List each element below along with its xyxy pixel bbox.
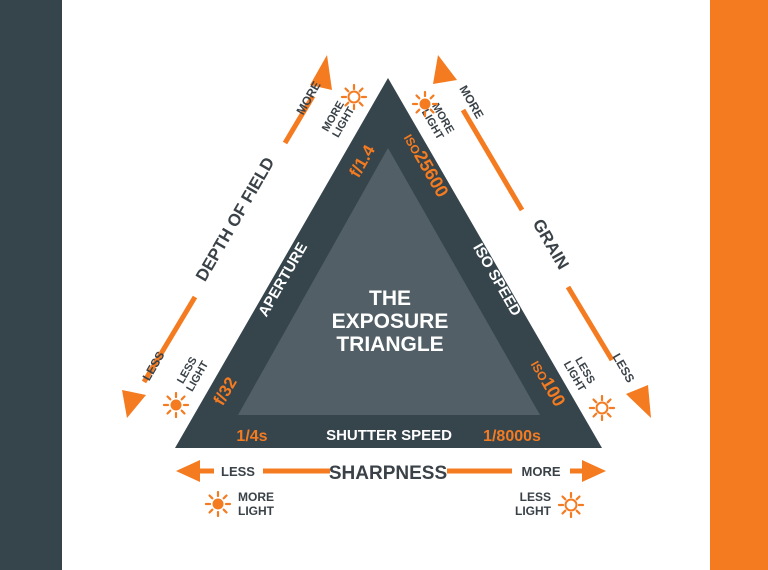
shutter-fast-value: 1/8000s — [483, 428, 541, 445]
title-line-3: TRIANGLE — [336, 333, 443, 356]
title-line-2: EXPOSURE — [332, 310, 449, 333]
sun-icon — [411, 90, 439, 118]
dof-arrow-upper-segment — [282, 94, 316, 145]
title-line-1: THE — [369, 287, 411, 310]
dof-less-label: LESS — [140, 349, 168, 383]
grain-arrow-upper-segment — [460, 108, 525, 212]
sharpness-axis: LESS SHARPNESS MORE — [176, 460, 606, 484]
grain-arrow-up-head — [433, 55, 457, 84]
left-dark-bar — [0, 0, 62, 570]
shutter-more-light-line1: MORE — [238, 490, 274, 504]
shutter-speed-label: SHUTTER SPEED — [326, 427, 452, 444]
inner-triangle — [238, 148, 540, 415]
sharpness-arrow-left-head — [176, 460, 200, 482]
grain-arrow-lower-segment — [565, 285, 615, 362]
sharpness-less-label: LESS — [221, 464, 255, 479]
sharpness-arrow-right-head — [582, 460, 606, 482]
sun-icon — [204, 490, 232, 518]
right-orange-bar — [710, 0, 768, 570]
sun-icon — [557, 491, 585, 519]
shutter-more-light-line2: LIGHT — [238, 504, 275, 518]
shutter-slow-value: 1/4s — [236, 428, 267, 445]
grain-less-label: LESS — [610, 351, 638, 385]
grain-arrow-down-head — [626, 385, 651, 418]
sharpness-more-label: MORE — [522, 464, 561, 479]
aperture-less-light-label: LESS LIGHT — [175, 355, 211, 394]
dof-more-label: MORE — [293, 79, 323, 117]
sun-icon — [162, 391, 190, 419]
sharpness-label: SHARPNESS — [329, 463, 447, 484]
dof-arrow-down-head — [122, 390, 146, 418]
dof-arrow-lower-segment — [141, 295, 198, 384]
dof-arrow-up-head — [310, 55, 332, 90]
grain-label: GRAIN — [529, 216, 573, 273]
aperture-more-light-label: MORE LIGHT — [320, 99, 357, 140]
sun-icon — [340, 83, 368, 111]
sun-icon — [588, 394, 616, 422]
depth-of-field-label: DEPTH OF FIELD — [192, 154, 278, 285]
grain-more-label: MORE — [456, 83, 486, 121]
shutter-less-light-line2: LIGHT — [515, 504, 552, 518]
shutter-less-light-line1: LESS — [520, 490, 551, 504]
